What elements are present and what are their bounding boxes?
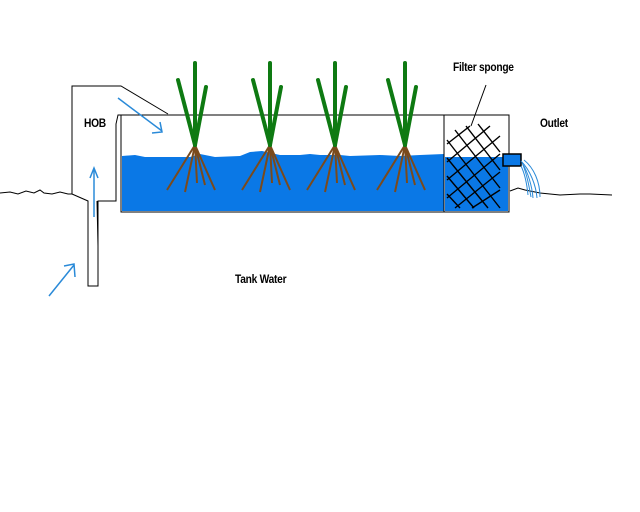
plant-3 (306, 61, 356, 193)
plant-leaf (251, 78, 272, 147)
plant-root (259, 144, 271, 193)
outlet-water-stream (520, 159, 541, 199)
hob-intake-tube (87, 200, 99, 287)
flow-arrow-intake (48, 263, 76, 297)
plant-leaf (316, 78, 337, 147)
plant-leaf (268, 85, 283, 147)
plant-root (324, 144, 336, 193)
plant-root (269, 144, 291, 191)
plant-leaf (176, 78, 197, 147)
plants-group (166, 61, 426, 193)
plant-root (194, 144, 198, 184)
filter-sponge-label: Filter sponge (453, 60, 514, 74)
plant-root (404, 144, 416, 186)
plant-leaf (193, 85, 208, 147)
flow-arrow-up (89, 165, 99, 217)
tank-water-label: Tank Water (235, 272, 287, 286)
plant-leaf (333, 85, 348, 147)
plant-root (404, 144, 408, 184)
hob-label: HOB (84, 116, 106, 130)
filter-sponge-pointer (470, 84, 487, 127)
flow-arrow-into-planter (117, 97, 163, 134)
filter-sponge-mesh (446, 123, 501, 209)
plant-root (184, 144, 196, 193)
plant-root (241, 144, 271, 191)
outlet-nozzle (502, 153, 522, 167)
plant-root (194, 144, 216, 191)
plant-4 (376, 61, 426, 193)
plant-root (166, 144, 196, 191)
plant-root (306, 144, 336, 191)
plant-root (194, 144, 206, 186)
plant-root (334, 144, 346, 186)
planter-water (122, 151, 444, 211)
plant-root (334, 144, 356, 191)
plant-root (269, 144, 281, 186)
plant-root (404, 144, 426, 191)
plant-root (269, 144, 273, 184)
tank-water-surface-left (0, 189, 72, 195)
plant-root (394, 144, 406, 193)
outlet-label: Outlet (540, 116, 568, 130)
plant-1 (166, 61, 216, 193)
plant-leaf (386, 78, 407, 147)
plant-root (376, 144, 406, 191)
tank-water-surface-right (509, 187, 613, 196)
plant-root (334, 144, 338, 184)
plant-2 (241, 61, 291, 193)
plant-leaf (403, 85, 418, 147)
